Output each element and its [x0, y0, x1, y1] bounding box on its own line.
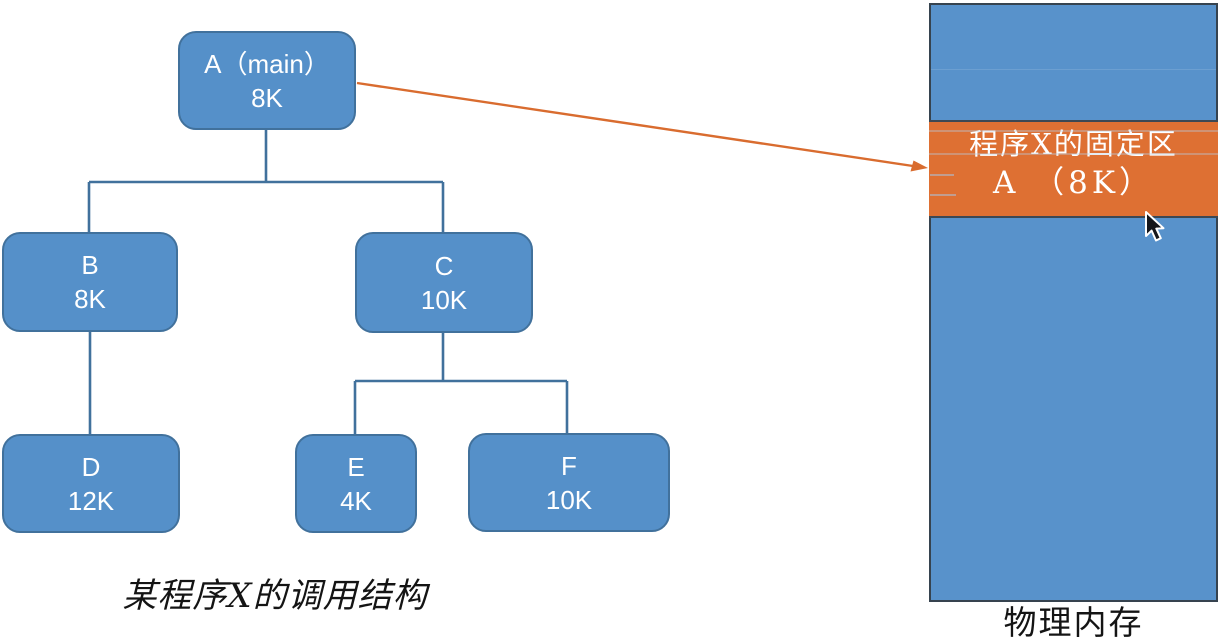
memory-division-line [929, 130, 1218, 132]
node-size: 8K [251, 82, 283, 113]
node-size: 8K [74, 284, 106, 314]
fixed-region-label: 程序X的固定区 [969, 127, 1178, 161]
memory-division-line [929, 153, 1218, 155]
overlay-arrow [356, 81, 928, 172]
tree-node-e: E 4K [295, 434, 417, 533]
node-label: D [81, 451, 101, 482]
node-label: E [347, 451, 365, 482]
tree-node-d: D 12K [2, 434, 180, 533]
tree-node-f: F 10K [468, 433, 670, 532]
node-label: A（main） [204, 48, 330, 79]
physical-memory-caption: 物理内存 [1003, 603, 1144, 642]
node-label: B [81, 250, 99, 280]
fixed-region-content: A （8K） [992, 165, 1155, 201]
mouse-arrow-cursor [1145, 211, 1165, 242]
node-size: 10K [420, 284, 468, 315]
physical-memory-rect [929, 3, 1218, 602]
call-structure-caption: 某程序X的调用结构 [122, 576, 428, 616]
tree-node-a-main: A（main） 8K [178, 31, 356, 130]
node-label: C [434, 250, 454, 281]
node-label: F [561, 450, 577, 481]
memory-division-line [930, 174, 954, 176]
tree-node-c: C 10K [355, 232, 533, 333]
node-size: 4K [340, 485, 372, 516]
tree-node-b: B 8K [2, 232, 178, 332]
memory-division-line [931, 69, 1216, 70]
node-size: 10K [545, 484, 593, 515]
memory-division-line [930, 194, 956, 196]
node-size: 12K [67, 485, 115, 516]
fixed-region-block: 程序X的固定区 A （8K） [929, 120, 1218, 218]
